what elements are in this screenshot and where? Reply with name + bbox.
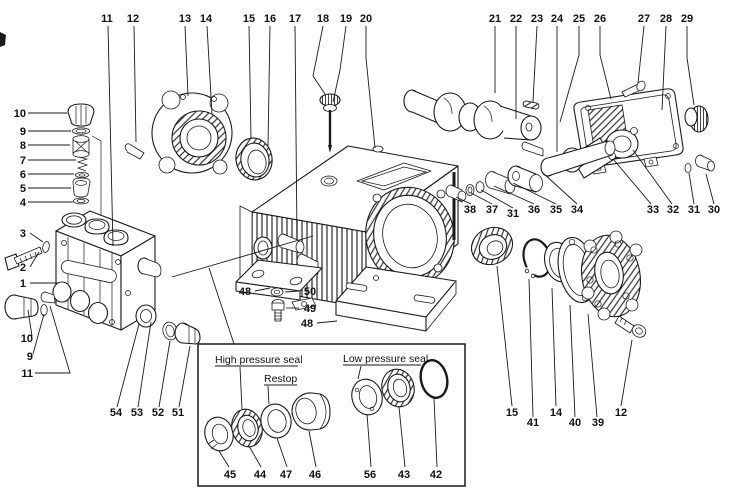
bracket-drawing xyxy=(235,259,457,332)
manifold-drawing xyxy=(52,210,162,331)
inset-label-low-pressure-seal: Low pressure seal xyxy=(343,353,428,365)
part-number-39: 39 xyxy=(592,417,604,429)
flange-group-drawing xyxy=(470,226,647,338)
part-number-37: 37 xyxy=(486,204,498,216)
plug-lower-left-drawing xyxy=(4,291,56,320)
part-number-11: 11 xyxy=(101,13,113,25)
part-number-1: 1 xyxy=(20,278,26,290)
part-number-44: 44 xyxy=(254,469,267,481)
part-number-17: 17 xyxy=(289,13,301,25)
part-number-12: 12 xyxy=(615,407,627,419)
part-number-5: 5 xyxy=(20,183,26,195)
part-number-54: 54 xyxy=(110,407,123,419)
leader-lines xyxy=(27,25,715,418)
part-number-8: 8 xyxy=(20,140,26,152)
part-number-26: 26 xyxy=(594,13,606,25)
dipstick-drawing xyxy=(319,93,341,153)
part-number-19: 19 xyxy=(340,13,352,25)
part-number-40: 40 xyxy=(569,417,581,429)
part-number-48: 48 xyxy=(301,318,313,330)
crankshaft-drawing xyxy=(403,89,544,157)
part-number-10: 10 xyxy=(21,333,33,345)
plunger-parts-row-drawing xyxy=(445,140,616,203)
part-number-31: 31 xyxy=(688,204,700,216)
part-number-42: 42 xyxy=(430,469,442,481)
part-number-46: 46 xyxy=(309,469,321,481)
part-number-11: 11 xyxy=(21,368,33,380)
part-number-50: 50 xyxy=(304,286,316,298)
inset-label-restop: Restop xyxy=(264,373,297,385)
part-number-53: 53 xyxy=(131,407,143,419)
part-number-30: 30 xyxy=(708,204,720,216)
part-number-21: 21 xyxy=(489,13,501,25)
part-number-15: 15 xyxy=(506,407,518,419)
crankcase-drawing xyxy=(239,145,459,317)
part-number-29: 29 xyxy=(681,13,693,25)
part-number-27: 27 xyxy=(638,13,650,25)
part-number-49: 49 xyxy=(304,303,316,315)
part-number-25: 25 xyxy=(573,13,585,25)
part-number-15: 15 xyxy=(243,13,255,25)
part-number-2: 2 xyxy=(20,262,26,274)
part-number-35: 35 xyxy=(550,204,562,216)
part-number-47: 47 xyxy=(280,469,292,481)
part-number-3: 3 xyxy=(20,228,26,240)
part-number-28: 28 xyxy=(660,13,672,25)
part-number-10: 10 xyxy=(14,108,26,120)
inset-label-high-pressure-seal: High pressure seal xyxy=(215,354,303,366)
part-number-23: 23 xyxy=(531,13,543,25)
part-number-4: 4 xyxy=(20,197,27,209)
part-number-22: 22 xyxy=(510,13,522,25)
part-number-6: 6 xyxy=(20,169,26,181)
part-number-34: 34 xyxy=(571,204,584,216)
seal-detail-inset: High pressure seal Restop Low pressure s… xyxy=(197,343,466,487)
print-artifact xyxy=(0,32,6,47)
part-number-24: 24 xyxy=(551,13,564,25)
part-number-9: 9 xyxy=(20,126,26,138)
part-number-51: 51 xyxy=(172,407,184,419)
part-number-16: 16 xyxy=(264,13,276,25)
part-number-48: 48 xyxy=(239,286,251,298)
part-number-33: 33 xyxy=(647,204,659,216)
part-number-14: 14 xyxy=(200,13,213,25)
bearing-top-drawing xyxy=(235,137,273,181)
part-number-13: 13 xyxy=(179,13,191,25)
part-number-36: 36 xyxy=(528,204,540,216)
side-plug-drawing xyxy=(162,321,201,345)
part-number-14: 14 xyxy=(550,407,563,419)
bolt-and-washer-drawing xyxy=(4,241,50,271)
part-number-12: 12 xyxy=(127,13,139,25)
part-number-18: 18 xyxy=(317,13,329,25)
part-number-20: 20 xyxy=(360,13,372,25)
part-number-38: 38 xyxy=(464,204,476,216)
part-number-7: 7 xyxy=(20,155,26,167)
valve-stack-drawing xyxy=(67,103,102,235)
part-number-52: 52 xyxy=(152,407,164,419)
part-number-45: 45 xyxy=(224,469,236,481)
part-number-41: 41 xyxy=(527,417,539,429)
part-number-32: 32 xyxy=(667,204,679,216)
part-number-56: 56 xyxy=(364,469,376,481)
part-number-9: 9 xyxy=(27,351,33,363)
part-number-43: 43 xyxy=(398,469,410,481)
part-number-31: 31 xyxy=(507,208,519,220)
